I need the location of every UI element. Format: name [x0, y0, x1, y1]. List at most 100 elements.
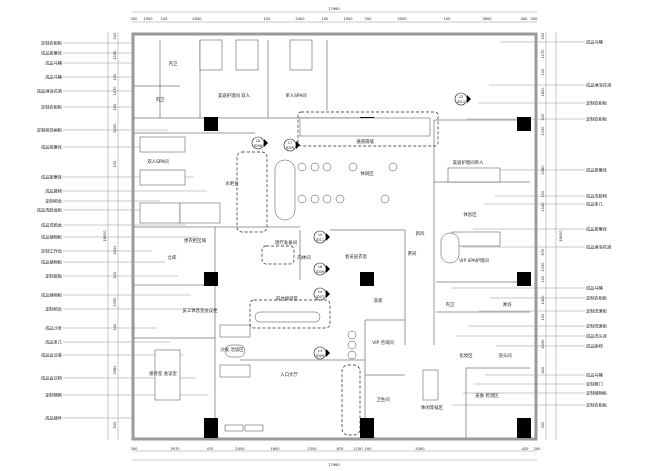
top-dimension: 100	[444, 17, 452, 21]
top-dimension: 200	[365, 17, 373, 21]
right-callout-label: 成品座椅	[586, 343, 603, 350]
right-dimension: 100	[541, 190, 545, 198]
left-callout-label: 成品插件	[45, 415, 62, 422]
right-dimension: 200	[541, 32, 545, 40]
left-callout-label: 成品条几	[45, 339, 63, 346]
total-width-bottom: 17980	[328, 463, 340, 467]
top-dimension: 2400	[295, 17, 305, 21]
left-dimension: 100	[113, 323, 117, 331]
left-dimension: 500	[113, 421, 117, 429]
left-dimension: 100	[113, 160, 117, 168]
bottom-dimension: 200	[131, 447, 139, 451]
room-label: 化妆区	[459, 352, 473, 359]
left-callout-label: 成品鼻椅	[45, 188, 62, 195]
section-number: 22	[459, 95, 464, 99]
right-callout-label: 定制衣柜柜	[586, 295, 607, 302]
section-arrow-icon	[326, 290, 330, 298]
section-marker	[454, 92, 471, 106]
left-dimension: 1170	[113, 86, 117, 96]
left-dimension: 5250	[113, 123, 117, 133]
section-number: 14	[318, 290, 323, 294]
bottom-dimension: 200	[534, 447, 542, 451]
section-arrow-icon	[326, 349, 330, 357]
dashed-zones	[236, 111, 439, 436]
right-dimension: 1190	[541, 262, 545, 272]
left-callout-label: 成品马桶	[45, 74, 62, 81]
left-dimension: 100	[113, 73, 117, 81]
room-label: 休息区	[463, 211, 477, 218]
right-callout-label: 定制衣柜柜	[586, 116, 607, 123]
bottom-dimension: 2450	[235, 447, 245, 451]
bottom-dimension: 3970	[170, 447, 180, 451]
right-dimension: 100	[541, 68, 545, 76]
section-arrow-icon	[264, 139, 268, 147]
room-label: 淋浴	[503, 301, 512, 308]
room-label: 入口大厅	[280, 371, 298, 378]
top-dimension: 4500	[192, 17, 202, 21]
right-callout-label: 定制洗漱柜	[586, 308, 607, 315]
right-callout-label: 成品马桶	[586, 285, 603, 292]
section-sheet: ID09	[316, 270, 325, 274]
left-callout-label: 成品马桶	[45, 60, 62, 67]
top-dimension: 200	[131, 17, 139, 21]
bottom-dimension: 100	[365, 447, 373, 451]
room-label: 皮肤 检测区	[475, 392, 499, 399]
right-dimension: 2290	[541, 339, 545, 349]
room-label: 美容护理间 双人	[218, 92, 251, 99]
room-label: 洗漱	[374, 297, 383, 304]
section-sheet: ID07	[316, 295, 324, 299]
left-callout-label: 定制衣柜柜	[41, 104, 62, 111]
top-dimension: 1900	[343, 17, 353, 21]
right-callout-label: 成品洗头床	[586, 333, 608, 340]
left-callout-label: 成品淋浴花洒	[37, 88, 62, 95]
section-marker	[313, 346, 330, 360]
section-arrow-icon	[326, 265, 330, 273]
room-label: 卫生间	[376, 396, 389, 403]
top-dimension: 400	[521, 17, 529, 21]
room-label: 美容护理间单人	[453, 159, 484, 166]
left-callout-label: 成品会议桌	[41, 352, 63, 359]
section-marker	[283, 138, 300, 152]
right-dimension: 400	[541, 366, 545, 374]
right-callout-label: 定制洗漱柜	[586, 323, 607, 330]
room-label: 理疗准备间	[275, 239, 297, 246]
total-height-right: 18000	[559, 230, 563, 242]
section-marker	[313, 230, 330, 244]
room-label: 内休间	[297, 254, 310, 261]
room-label: 通道隔墙	[356, 138, 374, 145]
left-callout-label: 定制衣柜柜	[41, 40, 62, 47]
left-callout-label: 成品会议椅	[41, 375, 62, 382]
right-callout-label: 成品按摩床	[586, 167, 608, 174]
left-callout-label: 成品沙发	[45, 325, 63, 332]
room-label: 仓库	[168, 254, 177, 261]
right-dimension: 670	[541, 248, 545, 256]
room-label: 员工休息室会议柜	[182, 307, 218, 314]
left-dimension: 100	[113, 103, 117, 111]
left-dimension: 3960	[113, 365, 117, 375]
left-callout-label: 成品储物柜	[41, 292, 62, 299]
room-label: 茶间	[408, 250, 417, 257]
left-dimension: 1150	[113, 50, 117, 60]
section-sheet: ID09	[254, 144, 263, 148]
right-dimension: 1190	[541, 126, 545, 136]
section-number: 16	[318, 265, 323, 269]
bottom-dimension: 470	[207, 447, 215, 451]
section-sheet: ID09	[286, 146, 295, 150]
room-label: 沙发 洽谈区	[220, 346, 244, 353]
section-sheet: ID11	[316, 238, 324, 242]
section-number: 17	[288, 141, 293, 145]
room-label: 更衣柜区域	[184, 237, 207, 244]
left-callout-label: 定制吧台	[45, 306, 62, 313]
dimension-lines	[107, 11, 557, 461]
room-label: 会员层衣室	[345, 253, 368, 260]
right-dimension: 1800	[541, 87, 545, 97]
right-callout-label: 定制衣柜柜	[586, 402, 607, 409]
left-callout-label: 定制隔断	[45, 392, 63, 399]
walls	[131, 32, 538, 441]
top-dimension: 100	[161, 17, 169, 21]
right-dimension: 1140	[541, 202, 545, 212]
bottom-dimension: 5300	[415, 447, 425, 451]
left-dimension: 2390	[113, 297, 117, 307]
room-label: 水吧台	[225, 180, 239, 187]
